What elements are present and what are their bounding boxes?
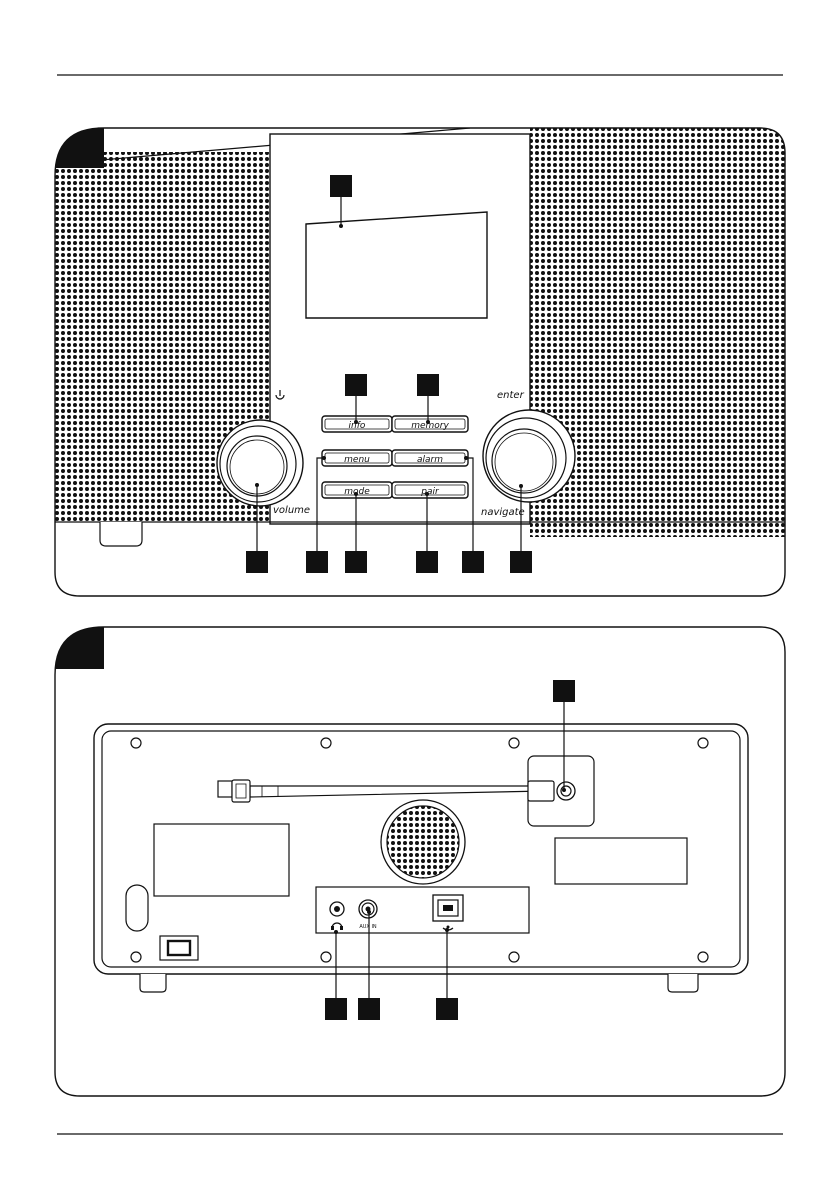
pair-button[interactable]: pair (392, 482, 468, 498)
rear-view-panel: AUX IN (55, 627, 785, 1096)
memory-button-label: memory (411, 421, 449, 431)
memory-button[interactable]: memory (392, 416, 468, 432)
figure-tab-rear (55, 627, 104, 675)
display-window (306, 212, 487, 318)
alarm-button-label: alarm (417, 455, 443, 465)
navigate-knob[interactable] (483, 410, 575, 502)
enter-label: enter (497, 390, 525, 401)
menu-button[interactable]: menu (322, 450, 392, 466)
power-socket[interactable] (160, 936, 198, 960)
navigate-label: navigate (481, 507, 525, 518)
front-view-panel: info memory menu alarm mode pair (55, 125, 790, 596)
rear-label-left (154, 824, 289, 896)
aux-in-label: AUX IN (359, 924, 377, 930)
connector-plate (316, 887, 529, 933)
info-button[interactable]: info (322, 416, 392, 432)
cable-slot (126, 885, 148, 931)
menu-button-label: menu (344, 455, 370, 465)
aux-in-jack[interactable] (359, 900, 377, 918)
rear-label-right (555, 838, 687, 884)
volume-label: volume (273, 505, 310, 516)
alarm-button[interactable]: alarm (392, 450, 468, 466)
pair-button-label: pair (420, 487, 440, 497)
volume-knob[interactable] (217, 420, 303, 506)
front-foot-left (100, 522, 142, 546)
headphone-jack[interactable] (330, 902, 344, 916)
usb-port[interactable] (433, 895, 463, 921)
bass-reflex-port (381, 800, 465, 884)
